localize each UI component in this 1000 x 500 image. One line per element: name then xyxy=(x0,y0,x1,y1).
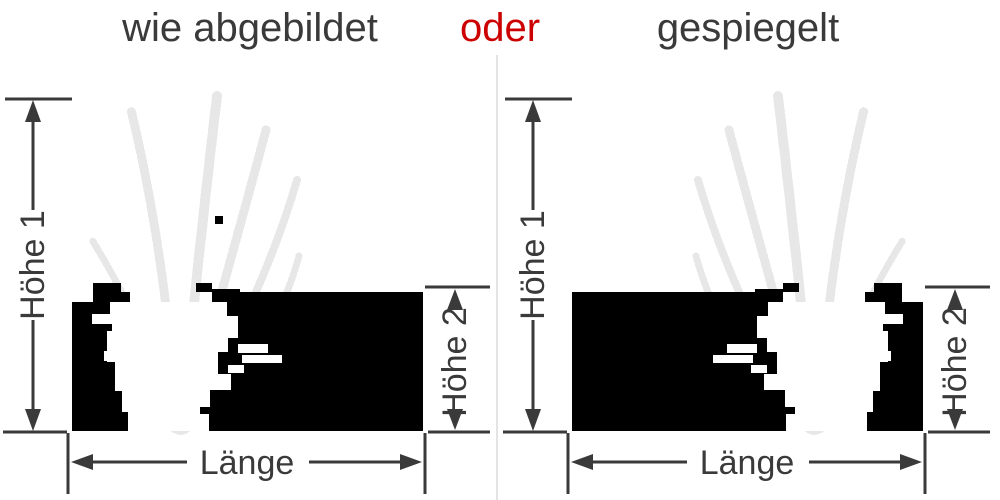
height1-dimension: Höhe 1 xyxy=(3,97,72,434)
arrow-down-icon xyxy=(447,409,463,430)
product-photo-left xyxy=(72,91,423,435)
height2-label: Höhe 2 xyxy=(936,307,974,417)
height2-dimension: Höhe 2 xyxy=(925,285,990,434)
arrow-down-icon xyxy=(947,409,963,430)
dark-grass-fringe xyxy=(93,216,240,302)
arrow-up-icon xyxy=(25,100,41,122)
arrow-right-icon xyxy=(400,454,422,470)
center-divider xyxy=(496,55,498,500)
left-diagram-svg: Höhe 1 Höhe 2 Länge xyxy=(3,91,490,494)
length-label: Länge xyxy=(200,444,295,482)
length-label: Länge xyxy=(700,444,795,482)
height2-label: Höhe 2 xyxy=(436,307,474,417)
height1-label: Höhe 1 xyxy=(514,210,552,320)
product-photo-right-mirrored xyxy=(572,91,923,435)
height1-dimension: Höhe 1 xyxy=(503,97,572,434)
title-mirrored: gespiegelt xyxy=(656,6,840,50)
planter-rim xyxy=(237,292,423,304)
height2-dimension: Höhe 2 xyxy=(425,285,490,434)
title-as-shown: wie abgebildet xyxy=(122,6,378,50)
arrow-left-icon xyxy=(71,454,93,470)
title-or-word: oder xyxy=(459,6,541,50)
dark-grass-fringe xyxy=(755,283,902,302)
dark-speck xyxy=(215,216,223,224)
height1-label: Höhe 1 xyxy=(14,210,52,320)
arrow-left-icon xyxy=(571,454,593,470)
arrow-up-icon xyxy=(947,289,963,310)
grass-cutout xyxy=(92,302,282,431)
arrow-down-icon xyxy=(25,409,41,431)
planter-rim xyxy=(572,292,758,304)
arrow-up-icon xyxy=(525,100,541,122)
arrow-up-icon xyxy=(447,289,463,310)
length-dimension: Länge xyxy=(566,433,927,494)
right-diagram-svg: Höhe 1 Höhe 2 Länge xyxy=(503,91,990,494)
grass-cutout xyxy=(713,302,903,431)
length-dimension: Länge xyxy=(66,433,427,494)
arrow-right-icon xyxy=(900,454,922,470)
arrow-down-icon xyxy=(525,409,541,431)
